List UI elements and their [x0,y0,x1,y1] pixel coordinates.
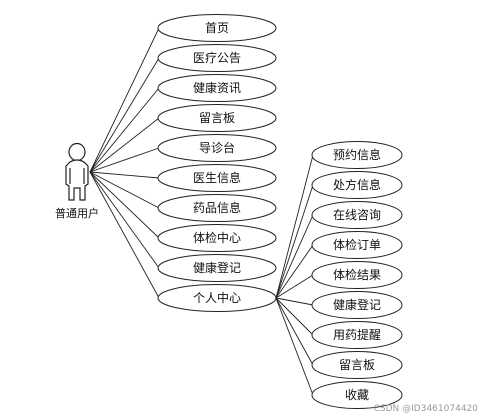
association-line [275,154,314,299]
association-line [89,87,160,173]
use-case-ellipse [157,14,277,42]
use-case-label: 留言板 [339,358,375,372]
use-case-5: 导诊台 [157,134,277,162]
use-case-ellipse [311,201,403,229]
use-case-label: 体检订单 [333,237,381,252]
personal-center-use-case-4: 体检订单 [311,231,403,259]
use-case-label: 导诊台 [199,140,235,155]
use-case-3: 健康资讯 [157,74,277,102]
association-line [89,57,160,173]
use-case-ellipse [157,104,277,132]
association-line [275,184,314,299]
personal-center-use-case-1: 预约信息 [311,141,403,169]
personal-center-use-case-7: 用药提醒 [311,321,403,349]
use-case-8: 体检中心 [157,224,277,252]
association-line [89,147,160,173]
use-case-label: 医生信息 [193,170,241,185]
association-line [89,171,160,239]
association-line [275,214,314,299]
use-case-10: 个人中心 [157,284,277,312]
use-case-ellipse [311,231,403,259]
association-line [275,297,314,396]
use-case-label: 预约信息 [333,147,381,162]
use-case-label: 处方信息 [333,177,381,192]
personal-center-use-case-5: 体检结果 [311,261,403,289]
association-line [89,171,160,269]
watermark: CSDN @ID3461074420 [374,404,479,414]
person-icon [65,142,89,201]
personal-center-use-case-9: 收藏 [311,381,403,409]
use-case-ellipse [157,194,277,222]
association-line [89,27,160,173]
use-case-label: 收藏 [345,388,369,402]
use-case-2: 医疗公告 [157,44,277,72]
use-case-ellipse [157,74,277,102]
use-case-9: 健康登记 [157,254,277,282]
association-lines [89,27,314,396]
association-line [275,274,314,299]
use-case-ellipse [157,224,277,252]
use-case-label: 个人中心 [193,290,241,305]
use-case-1: 首页 [157,14,277,42]
association-line [89,171,160,209]
use-case-ellipse [157,164,277,192]
use-case-label: 体检中心 [193,230,241,245]
use-case-ellipse [157,134,277,162]
personal-center-use-case-2: 处方信息 [311,171,403,199]
personal-center-use-case-6: 健康登记 [311,291,403,319]
actor: 普通用户 [55,142,99,220]
use-case-label: 用药提醒 [333,327,381,342]
use-case-label: 药品信息 [193,200,241,215]
personal-center-use-case-3: 在线咨询 [311,201,403,229]
use-case-label: 在线咨询 [333,207,381,222]
use-case-ellipse [311,171,403,199]
use-case-label: 体检结果 [333,267,381,282]
use-case-label: 医疗公告 [193,51,241,65]
use-case-ellipse [311,351,403,379]
use-case-4: 留言板 [157,104,277,132]
association-line [275,297,314,366]
use-case-ellipse [311,381,403,409]
use-case-label: 健康资讯 [193,80,241,95]
use-case-label: 首页 [205,21,229,35]
use-case-ellipse [157,254,277,282]
use-case-label: 留言板 [199,111,235,125]
association-line [275,297,314,336]
use-case-ellipse [157,284,277,312]
use-case-ellipse [311,141,403,169]
use-case-ellipse [311,261,403,289]
use-case-6: 医生信息 [157,164,277,192]
association-line [89,117,160,173]
use-case-label: 健康登记 [333,297,381,312]
personal-center-use-case-8: 留言板 [311,351,403,379]
association-line [275,297,314,306]
association-line [89,171,160,179]
actor-label: 普通用户 [55,206,99,220]
use-case-ellipse [311,291,403,319]
use-case-ellipse [311,321,403,349]
use-case-ellipse [157,44,277,72]
use-case-label: 健康登记 [193,260,241,275]
use-case-7: 药品信息 [157,194,277,222]
association-line [275,244,314,299]
association-line [89,171,160,299]
